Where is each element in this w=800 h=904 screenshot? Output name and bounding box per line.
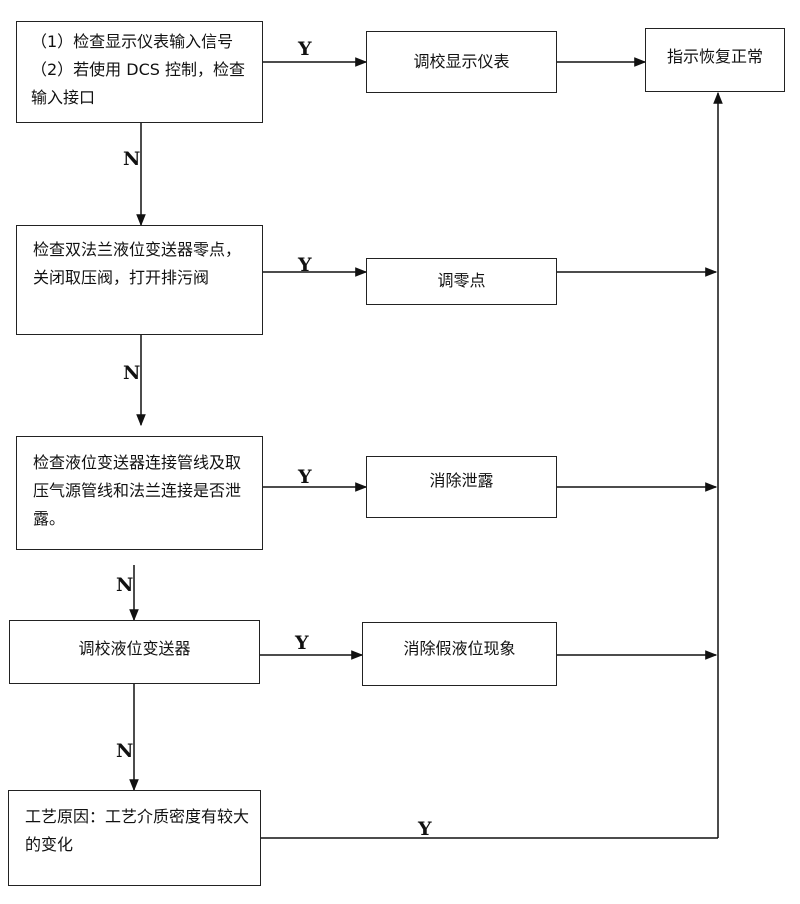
action4-text: 消除假液位现象 — [403, 639, 516, 658]
action4-box: 消除假液位现象 — [362, 622, 557, 686]
no-label-2: N — [123, 362, 141, 384]
action2-box: 调零点 — [366, 258, 557, 305]
yes-label-4: Y — [295, 632, 309, 654]
check1-box: （1）检查显示仪表输入信号 （2）若使用 DCS 控制，检查输入接口 — [16, 21, 263, 123]
action1-text: 调校显示仪表 — [413, 52, 510, 71]
action2-text: 调零点 — [437, 271, 486, 290]
check4-text: 调校液位变送器 — [78, 639, 191, 658]
action1-box: 调校显示仪表 — [366, 31, 557, 93]
yes-label-2: Y — [298, 254, 312, 276]
no-label-1: N — [123, 148, 141, 170]
check3-box: 检查液位变送器连接管线及取压气源管线和法兰连接是否泄露。 — [16, 436, 263, 550]
check2-box: 检查双法兰液位变送器零点，关闭取压阀，打开排污阀 — [16, 225, 263, 335]
result-box: 指示恢复正常 — [645, 28, 785, 92]
check1-text: （1）检查显示仪表输入信号 （2）若使用 DCS 控制，检查输入接口 — [31, 32, 246, 107]
check5-box: 工艺原因：工艺介质密度有较大的变化 — [8, 790, 261, 886]
check4-box: 调校液位变送器 — [9, 620, 260, 684]
action3-box: 消除泄露 — [366, 456, 557, 518]
no-label-4: N — [116, 740, 134, 762]
check5-text: 工艺原因：工艺介质密度有较大的变化 — [25, 807, 250, 854]
yes-label-1: Y — [298, 38, 312, 60]
action3-text: 消除泄露 — [429, 471, 494, 490]
check2-text: 检查双法兰液位变送器零点，关闭取压阀，打开排污阀 — [33, 240, 242, 287]
check3-text: 检查液位变送器连接管线及取压气源管线和法兰连接是否泄露。 — [33, 453, 242, 528]
result-text: 指示恢复正常 — [666, 47, 763, 66]
yes-label-3: Y — [298, 466, 312, 488]
no-label-3: N — [116, 574, 134, 596]
yes-label-5: Y — [418, 818, 432, 840]
